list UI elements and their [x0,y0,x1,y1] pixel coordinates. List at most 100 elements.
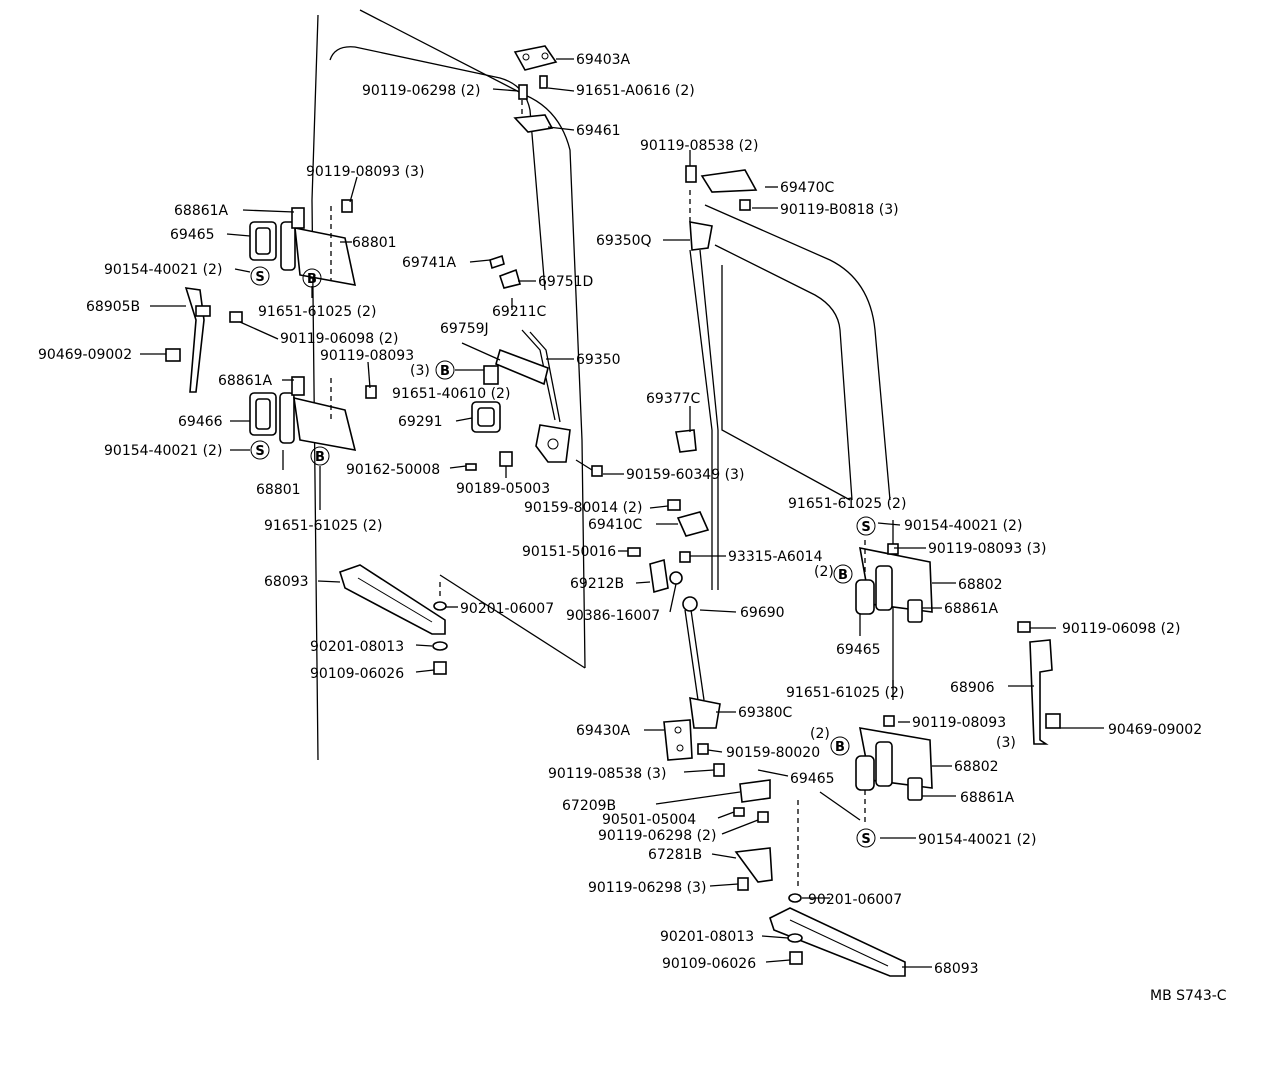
label-68906: 68906 [950,680,995,696]
label-90159-80014: 90159-80014 (2) [524,500,642,516]
label-67281B: 67281B [648,847,702,863]
striker-69430A [663,719,693,761]
marker-s-2: S [250,440,270,460]
label-90201-08013-b: 90201-08013 [660,929,754,945]
part-69403A [513,45,558,71]
label-69380C: 69380C [738,705,793,721]
marker-b-3: B [435,360,455,380]
label-69751D: 69751D [538,274,593,290]
label-69211C: 69211C [492,304,547,320]
hinge-lower-right [855,715,933,801]
svg-text:B: B [838,568,848,583]
screw-90159-80014 [667,499,681,511]
label-69291: 69291 [398,414,443,430]
svg-text:B: B [440,364,450,379]
lock-69380C [689,696,721,729]
bolt-90119-08538-bottom [713,763,725,777]
screw-90159-80020 [697,743,709,755]
label-68093-b: 68093 [934,961,979,977]
label-91651-61025-d: 91651-61025 (2) [786,685,904,701]
label-68861A-c: 68861A [944,601,999,617]
label-68802-a: 68802 [958,577,1003,593]
screw-90159-60349 [591,465,603,477]
label-68801-b: 68801 [256,482,301,498]
label-90109-06026-b: 90109-06026 [662,956,756,972]
label-69470C: 69470C [780,180,835,196]
svg-text:S: S [255,270,264,285]
part-69410C [676,511,710,537]
label-90119-06298-b: 90119-06298 (2) [598,828,716,844]
label-90159-60349: 90159-60349 (3) [626,467,744,483]
label-69466: 69466 [178,414,223,430]
label-90469-09002-b: 90469-09002 [1108,722,1202,738]
label-91651-40610: 91651-40610 (2) [392,386,510,402]
label-90119-06098-a: 90119-06098 (2) [280,331,398,347]
label-90119-08538-b: 90119-08538 (3) [548,766,666,782]
label-90201-08013-a: 90201-08013 [310,639,404,655]
label-69759J: 69759J [440,321,489,337]
bolt-90119-06098-left [229,311,243,323]
part-93315-A6014 [679,551,691,563]
part-69690 [682,596,698,612]
label-67209B: 67209B [562,798,616,814]
hinge-lower-left [249,376,377,452]
bolt-90119-06298 [518,84,528,100]
hinge-upper-right [855,543,933,623]
part-labels: 69403A 90119-06298 (2) 91651-A0616 (2) 6… [38,52,1202,977]
svg-text:S: S [861,520,870,535]
label-90119-08093-a: 90119-08093 (3) [306,164,424,180]
label-69212B: 69212B [570,576,624,592]
label-69690: 69690 [740,605,785,621]
label-90119-B0818: 90119-B0818 (3) [780,202,899,218]
label-69350: 69350 [576,352,621,368]
svg-text:B: B [307,272,317,287]
marker-b-2: B [310,446,330,466]
label-90119-06298: 90119-06298 (2) [362,83,480,99]
label-90119-08093-b: 90119-08093 [320,348,414,364]
check-link-68906 [1029,639,1053,745]
label-90109-06026-a: 90109-06026 [310,666,404,682]
part-69759J [495,348,549,386]
marker-b-1: B [302,268,322,288]
marker-b-5: B [830,736,850,756]
label-68861A-b: 68861A [218,373,273,389]
label-90119-08093-c: 90119-08093 (3) [928,541,1046,557]
part-69741A [489,254,505,270]
check-arm-68093-left [339,564,446,635]
label-90201-06007-b: 90201-06007 [808,892,902,908]
label-90119-08093-d: 90119-08093 [912,715,1006,731]
part-91651-40610 [483,365,499,385]
lock-69211C [535,424,571,463]
bracket-67281B [734,847,773,883]
washers-right [787,893,803,965]
svg-text:S: S [861,832,870,847]
diagram-code: MB S743-C [1150,988,1227,1004]
leader-lines [140,58,1104,968]
screw-90151-50016 [627,547,641,557]
label-68802-b: 68802 [954,759,999,775]
label-91651-61025-c: 91651-61025 (2) [264,518,382,534]
lock-69350Q [689,221,713,251]
label-68905B: 68905B [86,299,140,315]
svg-text:B: B [835,740,845,755]
bolt-90119-06298-b [757,811,769,823]
marker-s-3: S [856,516,876,536]
label-qty-2-a: (2) [814,564,834,580]
part-69377C [675,429,697,453]
bolt-91651-A0616 [539,75,548,89]
handle-69291 [471,401,501,433]
bolt-90469-09002-right [1045,713,1061,729]
door-outline-right [704,204,894,690]
washers-left [432,601,448,675]
hinge-upper-left [249,199,357,287]
rod-vertical-right [689,249,719,590]
bolt-90469-09002-left [165,348,181,362]
label-90154-40021-a: 90154-40021 (2) [104,262,222,278]
part-69461 [513,114,554,133]
part-69212B [649,558,669,594]
part-69470C [700,169,758,193]
bolt-90119-08538-top [685,165,697,183]
label-69461: 69461 [576,123,621,139]
label-qty-2-b: (2) [810,726,830,742]
